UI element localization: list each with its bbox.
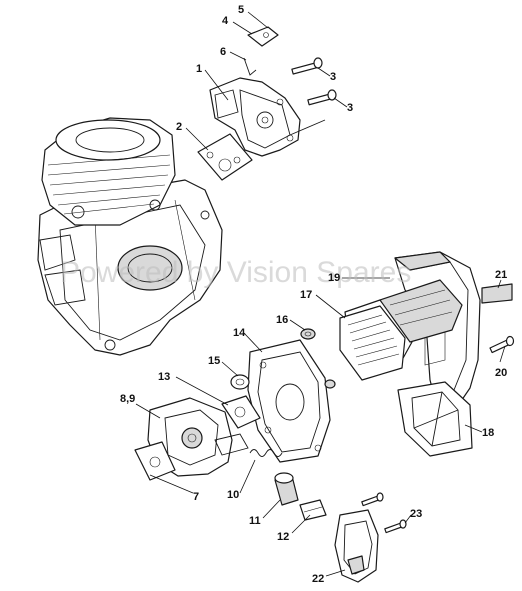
watermark-text: Powered by Vision Spares xyxy=(60,256,411,289)
bracket xyxy=(247,26,279,47)
callout-4: 4 xyxy=(222,15,229,27)
callout-3: 3 xyxy=(330,71,336,83)
callout-16: 16 xyxy=(276,314,288,326)
screw-lower xyxy=(307,89,337,106)
air-filter xyxy=(339,305,406,381)
callout-17: 17 xyxy=(300,289,312,301)
screw-23 xyxy=(384,519,407,534)
callout-10: 10 xyxy=(227,489,239,501)
cover-screw xyxy=(489,335,515,354)
callout-3: 3 xyxy=(347,102,353,114)
grommet-16 xyxy=(300,328,316,340)
cylinder xyxy=(41,117,176,226)
callout-labels: 1 2 3 3 4 5 6 7 8,9 10 11 12 13 14 15 16… xyxy=(120,4,507,585)
screw-upper xyxy=(291,57,323,75)
label-plate xyxy=(481,283,513,304)
callout-1: 1 xyxy=(196,63,202,75)
gasket xyxy=(197,133,253,181)
spring-10 xyxy=(249,449,283,457)
callout-8-9: 8,9 xyxy=(120,393,135,405)
callout-12: 12 xyxy=(277,531,289,543)
callout-23: 23 xyxy=(410,508,422,520)
callout-20: 20 xyxy=(495,367,507,379)
screw-23-top xyxy=(361,492,384,507)
callout-22: 22 xyxy=(312,573,324,585)
shroud-22 xyxy=(334,509,379,583)
callout-13: 13 xyxy=(158,371,170,383)
callout-11: 11 xyxy=(249,515,261,527)
sleeve-11 xyxy=(274,472,299,506)
gasket-13 xyxy=(221,395,261,429)
leader-lines xyxy=(135,11,506,577)
connector-12 xyxy=(299,499,327,521)
callout-6: 6 xyxy=(220,46,226,58)
prefilter xyxy=(397,381,473,457)
callout-15: 15 xyxy=(208,355,220,367)
callout-5: 5 xyxy=(238,4,244,16)
carb-gasket-7 xyxy=(134,441,176,481)
clip xyxy=(243,57,257,76)
grommet-small xyxy=(324,379,336,389)
callout-2: 2 xyxy=(176,121,182,133)
callout-18: 18 xyxy=(482,427,494,439)
callout-14: 14 xyxy=(233,327,246,339)
base-plate xyxy=(247,339,331,463)
intake-manifold xyxy=(209,77,301,157)
callout-21: 21 xyxy=(495,269,507,281)
long-screw xyxy=(289,119,326,136)
callout-19: 19 xyxy=(328,272,340,284)
callout-7: 7 xyxy=(193,491,199,503)
spacer-15 xyxy=(230,374,250,390)
